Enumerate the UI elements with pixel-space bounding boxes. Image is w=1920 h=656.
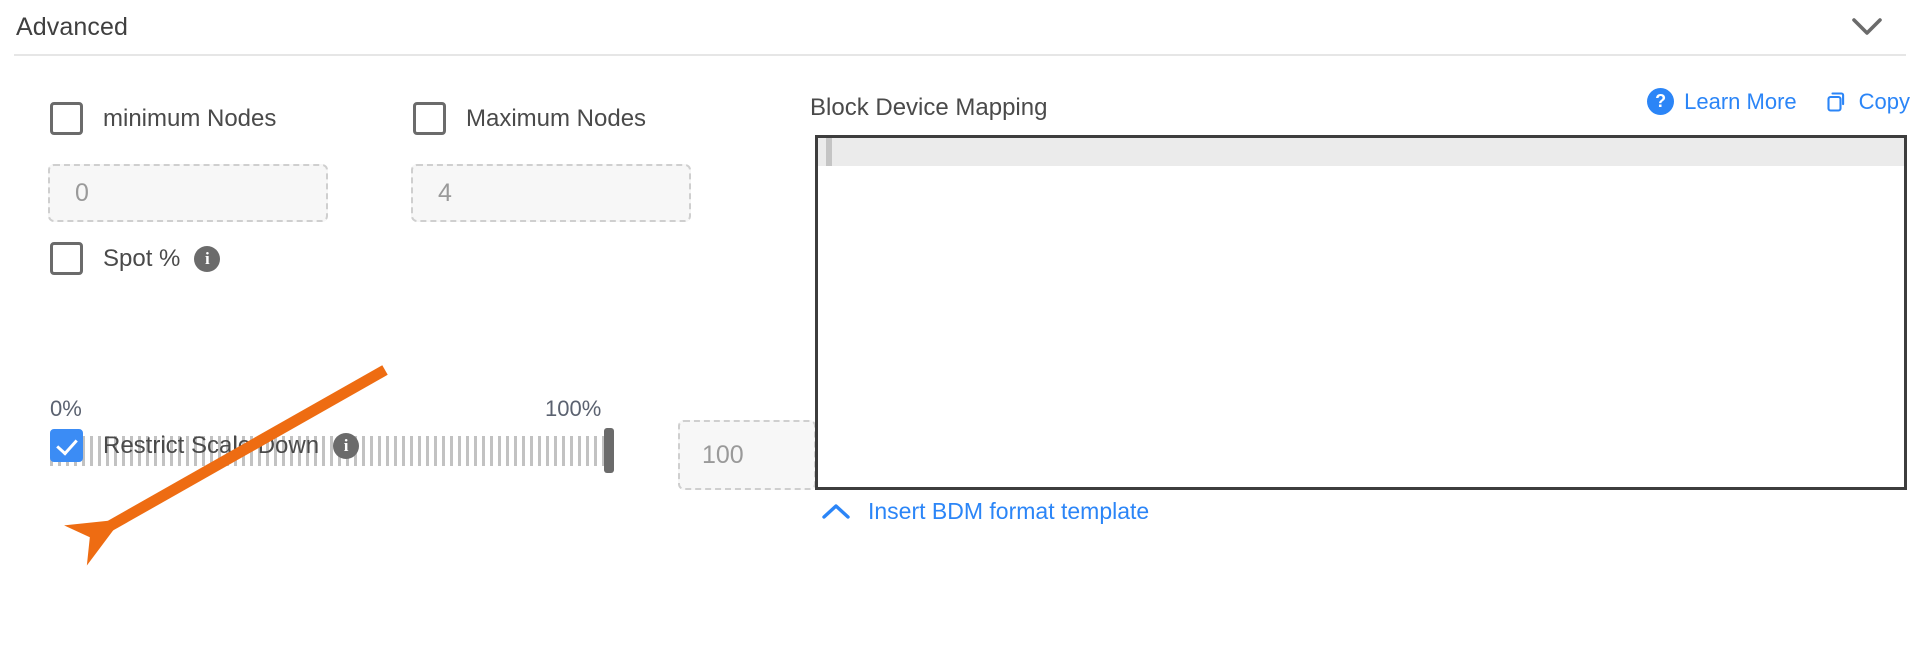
editor-active-line xyxy=(818,138,1904,166)
slider-max-label: 100% xyxy=(545,396,602,421)
min-nodes-label: minimum Nodes xyxy=(103,104,277,132)
min-nodes-checkbox[interactable] xyxy=(50,102,83,135)
max-nodes-label: Maximum Nodes xyxy=(466,104,647,132)
spot-percent-slider-handle[interactable] xyxy=(604,428,614,473)
max-nodes-row[interactable]: Maximum Nodes xyxy=(413,102,646,135)
spot-percent-value-input[interactable]: 100 xyxy=(678,420,816,490)
advanced-section-header[interactable]: Advanced xyxy=(0,0,1920,55)
learn-more-label: Learn More xyxy=(1684,88,1797,114)
block-device-mapping-title: Block Device Mapping xyxy=(810,94,1048,121)
learn-more-button[interactable]: ? Learn More xyxy=(1647,88,1797,115)
block-device-mapping-actions: ? Learn More Copy xyxy=(1647,88,1910,115)
slider-min-label: 0% xyxy=(50,396,82,421)
header-divider xyxy=(14,54,1906,56)
block-device-mapping-editor[interactable] xyxy=(815,135,1907,490)
copy-button[interactable]: Copy xyxy=(1825,89,1910,115)
spot-percent-row[interactable]: Spot % i xyxy=(50,242,221,275)
editor-gutter xyxy=(826,138,832,166)
spot-percent-info-icon[interactable]: i xyxy=(194,245,221,272)
insert-bdm-template-label: Insert BDM format template xyxy=(868,498,1150,524)
question-circle-icon: ? xyxy=(1647,88,1675,115)
restrict-scale-down-info-icon[interactable]: i xyxy=(333,432,360,459)
restrict-scale-down-row[interactable]: Restrict Scale Down i xyxy=(50,429,360,462)
chevron-down-icon[interactable] xyxy=(1850,11,1884,45)
spot-percent-checkbox[interactable] xyxy=(50,242,83,275)
insert-bdm-template-button[interactable]: Insert BDM format template xyxy=(822,498,1149,525)
min-nodes-input[interactable]: 0 xyxy=(48,164,328,222)
copy-label: Copy xyxy=(1858,88,1910,114)
max-nodes-input[interactable]: 4 xyxy=(411,164,691,222)
block-device-mapping-header: Block Device Mapping xyxy=(810,88,1906,128)
copy-icon xyxy=(1825,90,1849,114)
restrict-scale-down-label: Restrict Scale Down xyxy=(103,431,320,459)
max-nodes-checkbox[interactable] xyxy=(413,102,446,135)
restrict-scale-down-checkbox[interactable] xyxy=(50,429,83,462)
min-nodes-row[interactable]: minimum Nodes xyxy=(50,102,276,135)
chevron-up-icon xyxy=(822,503,850,520)
page-title: Advanced xyxy=(16,13,128,41)
right-column: Block Device Mapping ? Learn More Copy xyxy=(810,60,1910,656)
spot-percent-label: Spot % xyxy=(103,244,181,272)
